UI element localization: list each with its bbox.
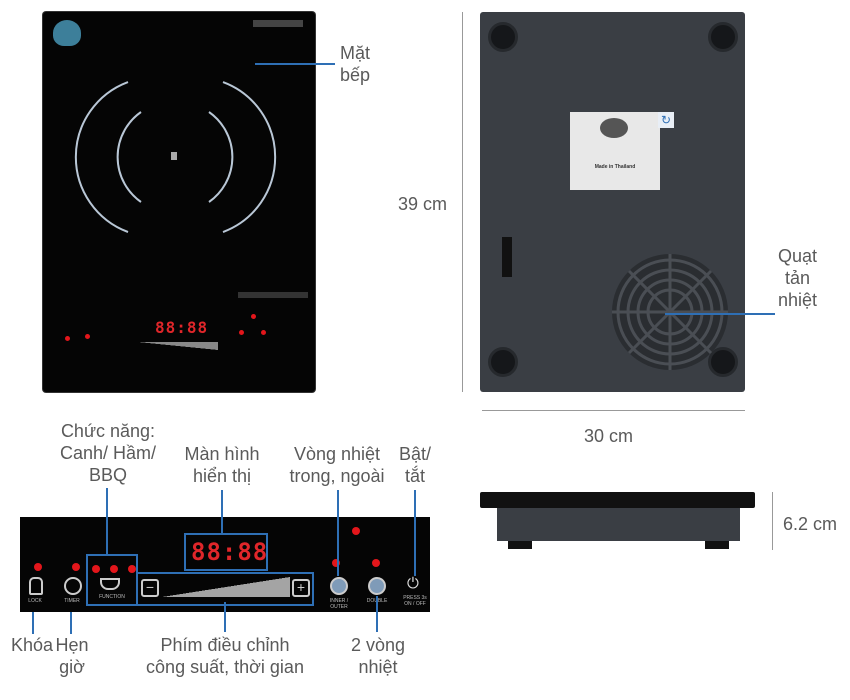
depth-dimension: 6.2 cm (783, 514, 838, 534)
display-label: Màn hình hiển thị (184, 444, 260, 486)
display-digits: 88:88 (191, 538, 269, 566)
made-in-label: Made in Thailand (594, 164, 636, 170)
fan-vent (612, 254, 728, 370)
minus-button[interactable]: − (141, 579, 159, 597)
power-label: Bật/ tắt (398, 444, 432, 486)
display-screen: 88:88 (184, 533, 268, 571)
control-panel: LOCK TIMER FUNCTION 88:88 − + INNER / OU… (20, 517, 430, 612)
double-label: 2 vòng nhiệt (350, 635, 406, 677)
pan-icon (100, 578, 120, 590)
rotate-icon: ↻ (658, 112, 674, 128)
cooktop-top-view: 88:88 (43, 12, 315, 392)
fan-label: Quạt tản nhiệt (778, 246, 818, 310)
height-dimension: 39 cm (398, 194, 448, 214)
certification-icons (253, 20, 303, 27)
cooking-zone-rings (74, 81, 308, 298)
timer-button[interactable]: TIMER (60, 577, 84, 607)
product-label-sticker: Made in Thailand (570, 112, 660, 190)
timer-label: Hẹn giờ (55, 635, 89, 677)
clock-icon (64, 577, 82, 595)
ring-icon (368, 577, 386, 595)
inner-outer-button[interactable]: INNER / OUTER (326, 577, 352, 610)
function-label: Chức năng: Canh/ Hầm/ BBQ (59, 421, 157, 485)
power-time-slider[interactable]: − + (136, 572, 314, 606)
rings-label: Vòng nhiệt trong, ngoài (289, 444, 385, 486)
slider-bar[interactable] (162, 577, 290, 597)
ring-icon (330, 577, 348, 595)
plus-button[interactable]: + (292, 579, 310, 597)
lock-label: Khóa (10, 635, 54, 655)
power-button[interactable]: ⏻ PRESS 3s ON / OFF (403, 575, 427, 607)
cooktop-bottom-view: Made in Thailand ↻ (480, 12, 745, 392)
slider-label: Phím điều chỉnh công suất, thời gian (146, 635, 304, 677)
cooktop-side-view (480, 492, 755, 552)
lock-button[interactable]: LOCK (26, 577, 44, 607)
top-display: 88:88 (155, 318, 209, 337)
lock-icon (29, 577, 43, 595)
function-button[interactable]: FUNCTION (86, 554, 138, 606)
power-icon: ⏻ (407, 575, 419, 592)
cooktop-label: Mặt bếp (340, 43, 371, 85)
width-dimension: 30 cm (584, 426, 634, 446)
logo (53, 20, 81, 46)
